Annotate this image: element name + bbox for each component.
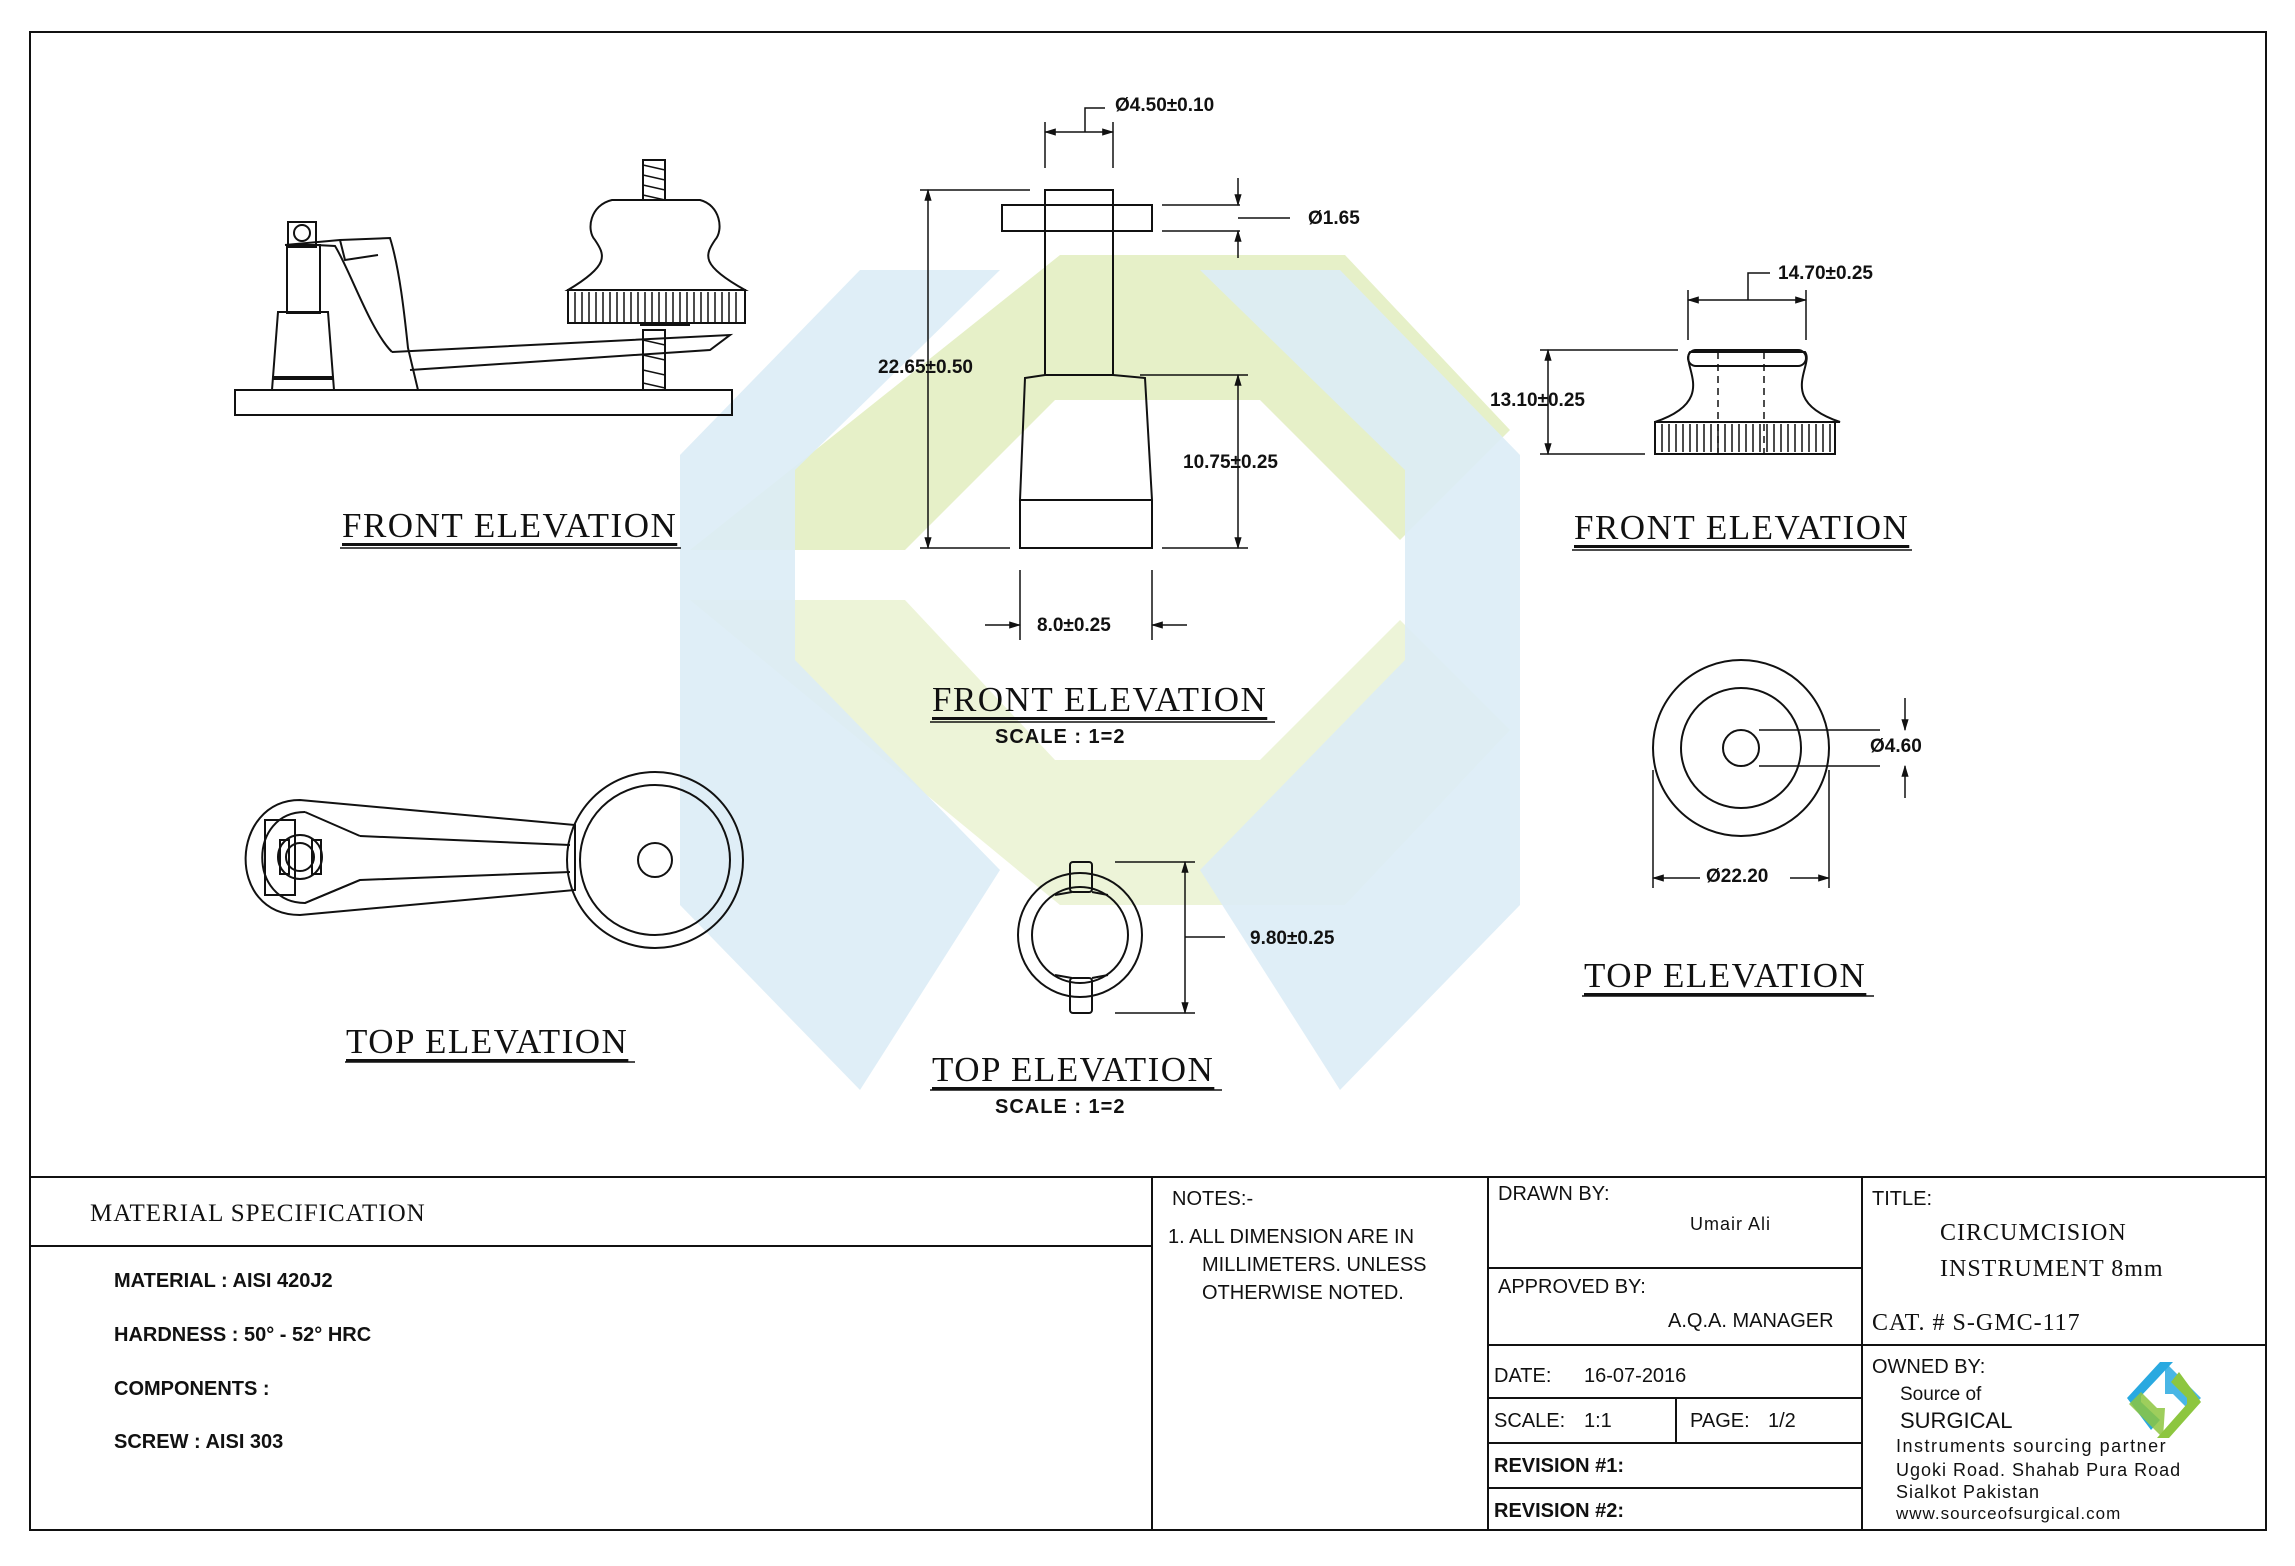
dim-base-width: 8.0±0.25 xyxy=(1037,615,1111,636)
owner-address-1: Ugoki Road. Shahab Pura Road xyxy=(1896,1460,2182,1480)
hardness-line: HARDNESS : 50° - 52° HRC xyxy=(114,1324,372,1346)
owner-line-1: Source of xyxy=(1900,1384,1982,1405)
dim-outer-diameter: Ø22.20 xyxy=(1706,866,1769,887)
sheet-border xyxy=(29,31,2267,1531)
approved-by-value: A.Q.A. MANAGER xyxy=(1668,1310,1834,1332)
date-label: DATE: xyxy=(1494,1365,1552,1387)
notes-line-3: OTHERWISE NOTED. xyxy=(1202,1282,1404,1304)
dim-knob-height: 13.10±0.25 xyxy=(1490,390,1585,411)
center-front-scale: SCALE : 1=2 xyxy=(995,726,1126,748)
owner-address-2: Sialkot Pakistan xyxy=(1896,1482,2041,1502)
right-front-elevation-drawing xyxy=(1654,349,1841,455)
catalog-number: CAT. # S-GMC-117 xyxy=(1872,1310,2081,1336)
notes-line-2: MILLIMETERS. UNLESS xyxy=(1202,1254,1427,1276)
screw-line: SCREW : AISI 303 xyxy=(114,1431,284,1453)
revision-1-label: REVISION #1: xyxy=(1494,1455,1625,1477)
page-label: PAGE: xyxy=(1690,1410,1750,1432)
left-front-elevation-drawing xyxy=(234,159,749,416)
left-top-elevation-drawing xyxy=(244,771,744,949)
owned-by-label: OWNED BY: xyxy=(1872,1356,1986,1378)
title-label: TITLE: xyxy=(1872,1188,1933,1210)
drawn-by-value: Umair Ali xyxy=(1690,1214,1772,1234)
material-spec-heading: MATERIAL SPECIFICATION xyxy=(90,1200,426,1227)
components-line: COMPONENTS : xyxy=(114,1378,270,1400)
dim-knob-width: 14.70±0.25 xyxy=(1778,263,1873,284)
title-line-2: INSTRUMENT 8mm xyxy=(1940,1256,2164,1282)
owner-line-2: SURGICAL xyxy=(1900,1408,2013,1433)
center-top-elevation-title: TOP ELEVATION xyxy=(932,1050,1215,1089)
center-front-dimensions xyxy=(920,107,1290,640)
dim-top-width: 9.80±0.25 xyxy=(1250,928,1335,949)
right-top-elevation-title: TOP ELEVATION xyxy=(1584,956,1867,995)
date-value: 16-07-2016 xyxy=(1584,1365,1687,1387)
right-front-elevation-title: FRONT ELEVATION xyxy=(1574,508,1910,547)
center-front-elevation-drawing xyxy=(1001,189,1154,549)
notes-line-1: 1. ALL DIMENSION ARE IN xyxy=(1168,1226,1415,1248)
page-value: 1/2 xyxy=(1768,1410,1796,1432)
left-top-elevation-title: TOP ELEVATION xyxy=(346,1022,629,1061)
revision-2-label: REVISION #2: xyxy=(1494,1500,1625,1522)
owner-website: www.sourceofsurgical.com xyxy=(1896,1504,2122,1523)
owner-tagline: Instruments sourcing partner xyxy=(1896,1436,2168,1456)
drawn-by-label: DRAWN BY: xyxy=(1498,1183,1610,1205)
material-line: MATERIAL : AISI 420J2 xyxy=(114,1270,333,1292)
center-front-elevation-title: FRONT ELEVATION xyxy=(932,680,1268,719)
approved-by-label: APPROVED BY: xyxy=(1498,1276,1646,1298)
watermark-logo-icon xyxy=(680,255,1520,1090)
center-top-elevation-drawing xyxy=(1017,861,1143,1014)
left-front-elevation-title: FRONT ELEVATION xyxy=(342,506,678,545)
scale-value: 1:1 xyxy=(1584,1410,1612,1432)
center-top-scale: SCALE : 1=2 xyxy=(995,1096,1126,1118)
notes-heading: NOTES:- xyxy=(1172,1188,1254,1210)
dim-bore-diameter: Ø4.60 xyxy=(1870,736,1922,757)
dim-overall-height: 22.65±0.50 xyxy=(878,357,973,378)
scale-label: SCALE: xyxy=(1494,1410,1566,1432)
title-block-grid xyxy=(30,1176,2266,1530)
source-of-surgical-logo-icon xyxy=(2127,1362,2201,1438)
right-top-dimensions xyxy=(1651,698,1909,888)
dim-body-height: 10.75±0.25 xyxy=(1183,452,1278,473)
right-front-dimensions xyxy=(1540,272,1808,456)
center-top-dimensions xyxy=(1115,860,1225,1015)
dim-pin-diameter: Ø4.50±0.10 xyxy=(1115,95,1215,116)
title-line-1: CIRCUMCISION xyxy=(1940,1220,2127,1246)
dim-cross-pin-diameter: Ø1.65 xyxy=(1308,208,1360,229)
right-top-elevation-drawing xyxy=(1652,659,1830,837)
